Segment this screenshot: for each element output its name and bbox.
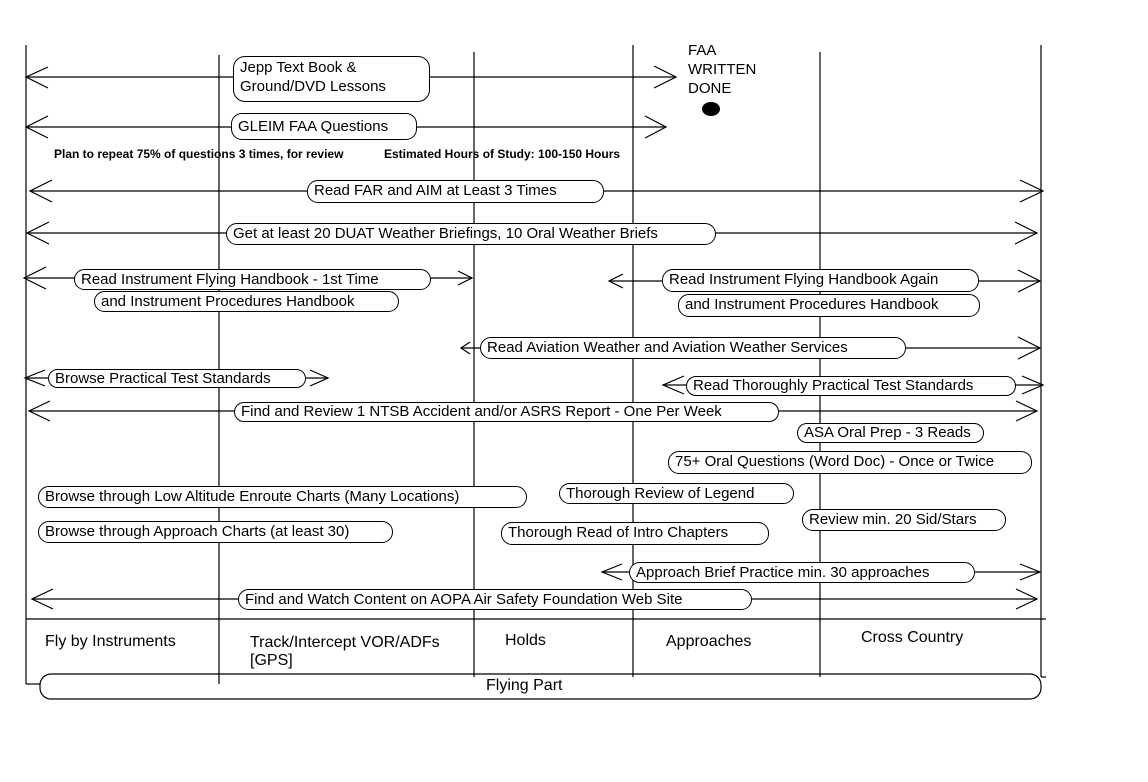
milestone-dot bbox=[702, 102, 720, 116]
milestone-line-3: DONE bbox=[688, 80, 732, 97]
aviation-weather-task: Read Aviation Weather and Aviation Weath… bbox=[480, 337, 906, 359]
repeat-note: Plan to repeat 75% of questions 3 times,… bbox=[54, 147, 344, 161]
milestone-label: FAA WRITTEN DONE bbox=[688, 41, 756, 98]
phase-track-line-1: Track/Intercept VOR/ADFs bbox=[250, 634, 440, 651]
thorough-pts-task: Read Thoroughly Practical Test Standards bbox=[686, 376, 1016, 396]
hours-note: Estimated Hours of Study: 100-150 Hours bbox=[384, 147, 621, 161]
phase-cross-country: Cross Country bbox=[861, 629, 964, 646]
intro-chapters-task: Thorough Read of Intro Chapters bbox=[501, 522, 769, 545]
iph-first-task: and Instrument Procedures Handbook bbox=[94, 291, 399, 312]
phase-approaches: Approaches bbox=[666, 633, 752, 650]
iph-again-task: and Instrument Procedures Handbook bbox=[678, 294, 980, 317]
phase-holds: Holds bbox=[505, 632, 546, 649]
aopa-task: Find and Watch Content on AOPA Air Safet… bbox=[238, 589, 752, 610]
browse-pts-task: Browse Practical Test Standards bbox=[48, 369, 306, 388]
far-aim-task: Read FAR and AIM at Least 3 Times bbox=[307, 180, 604, 203]
jepp-task: Jepp Text Book & Ground/DVD Lessons bbox=[233, 56, 430, 102]
milestone-line-1: FAA bbox=[688, 42, 717, 59]
ifh-first-task: Read Instrument Flying Handbook - 1st Ti… bbox=[74, 269, 431, 290]
jepp-line-2: Ground/DVD Lessons bbox=[240, 78, 386, 95]
flying-part-label: Flying Part bbox=[480, 676, 569, 695]
sid-stars-task: Review min. 20 Sid/Stars bbox=[802, 509, 1006, 531]
milestone-line-2: WRITTEN bbox=[688, 61, 757, 78]
approach-brief-task: Approach Brief Practice min. 30 approach… bbox=[629, 562, 975, 583]
gleim-task: GLEIM FAA Questions bbox=[231, 113, 417, 140]
phase-track-intercept: Track/Intercept VOR/ADFs [GPS] bbox=[250, 634, 440, 670]
oral-questions-task: 75+ Oral Questions (Word Doc) - Once or … bbox=[668, 451, 1032, 474]
phase-track-line-2: [GPS] bbox=[250, 652, 293, 669]
flying-part-box bbox=[39, 673, 1042, 700]
phase-fly-by-instruments: Fly by Instruments bbox=[45, 633, 176, 650]
ifh-again-task: Read Instrument Flying Handbook Again bbox=[662, 269, 979, 292]
approach-charts-task: Browse through Approach Charts (at least… bbox=[38, 521, 393, 543]
asa-task: ASA Oral Prep - 3 Reads bbox=[797, 423, 984, 443]
ntsb-task: Find and Review 1 NTSB Accident and/or A… bbox=[234, 402, 779, 422]
duat-task: Get at least 20 DUAT Weather Briefings, … bbox=[226, 223, 716, 245]
legend-task: Thorough Review of Legend bbox=[559, 483, 794, 504]
low-altitude-task: Browse through Low Altitude Enroute Char… bbox=[38, 486, 527, 508]
jepp-line-1: Jepp Text Book & bbox=[240, 59, 357, 76]
